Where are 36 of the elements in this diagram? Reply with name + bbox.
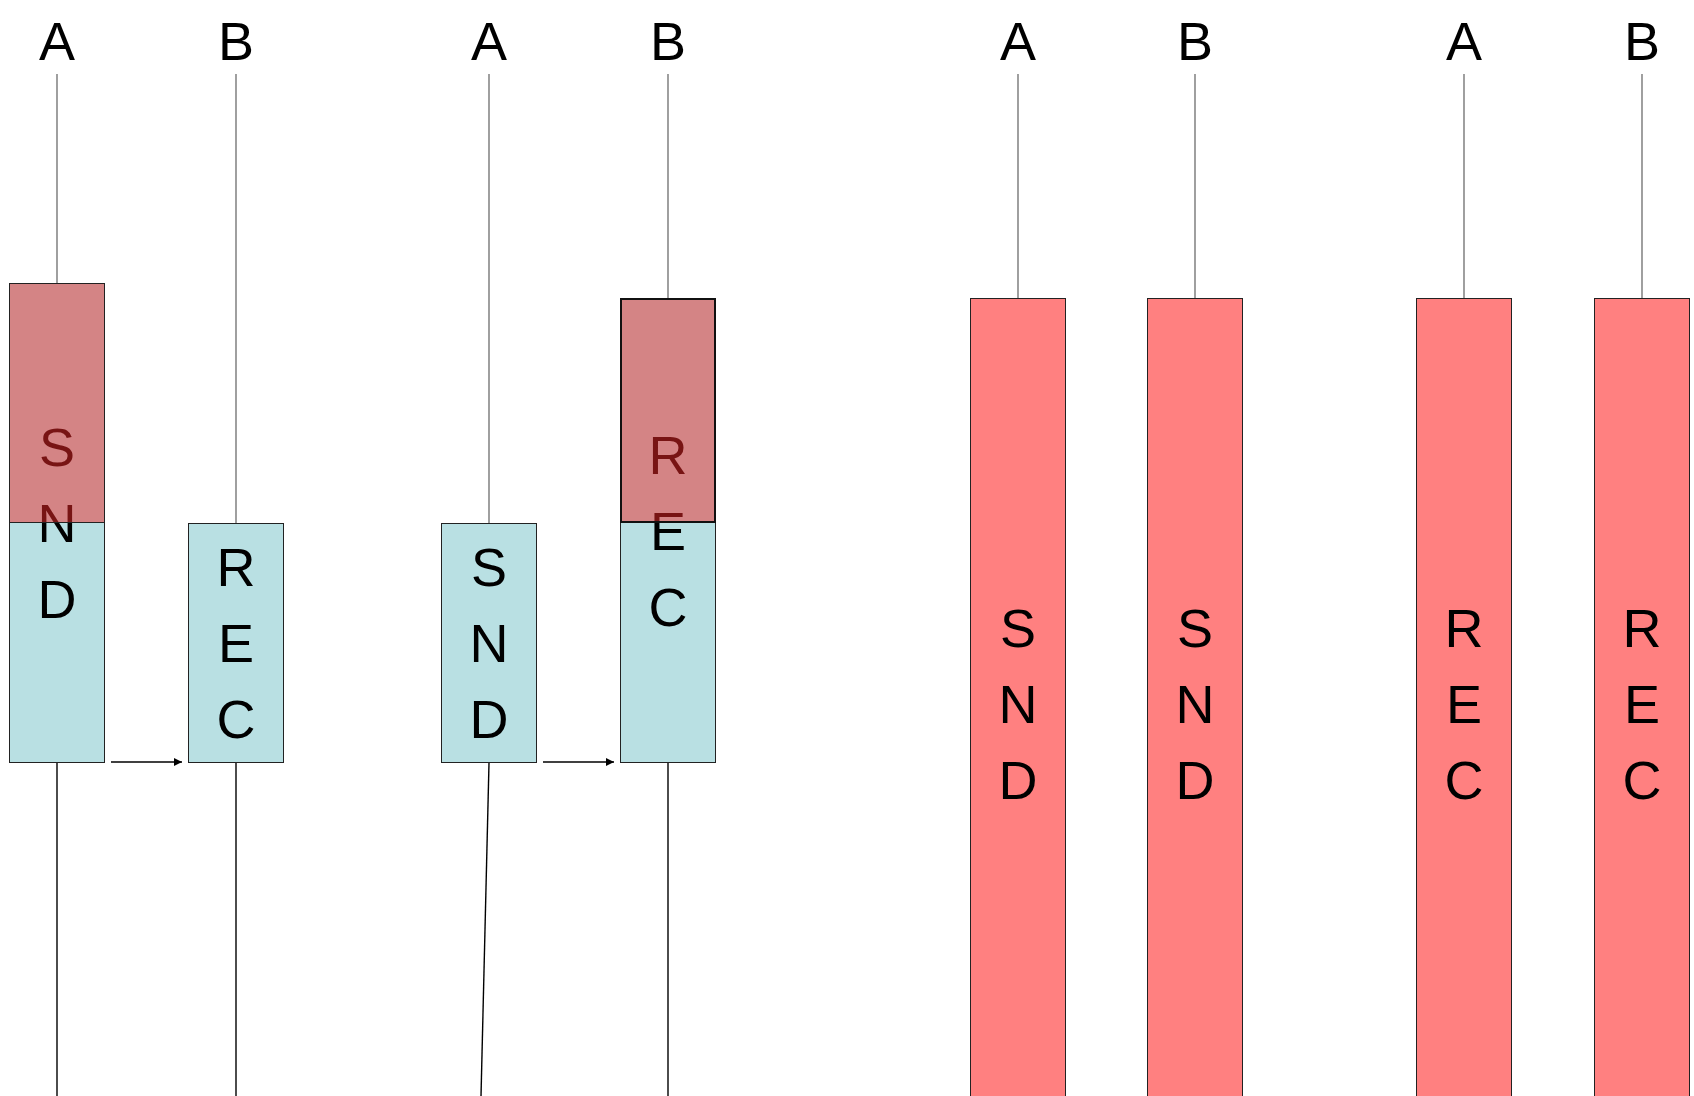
lifeline-label: B [1602, 8, 1682, 74]
lifeline-label: B [1155, 8, 1235, 74]
activation-label: SND [468, 536, 510, 751]
lifeline [1194, 73, 1196, 299]
activation-box [620, 298, 716, 763]
activation-label: SND [997, 597, 1039, 812]
activation-bar [1147, 298, 1243, 1096]
activation-box [9, 283, 105, 763]
message-arrow [542, 758, 615, 766]
activation-label: REC [1621, 597, 1663, 812]
lifeline-label: A [978, 8, 1058, 74]
lifeline-label: B [628, 8, 708, 74]
lifeline [56, 73, 58, 284]
activation-label: REC [215, 536, 257, 751]
activation-label: REC [1443, 597, 1485, 812]
lifeline [1641, 73, 1643, 299]
activation-bar [1594, 298, 1690, 1096]
lifeline-label: A [1424, 8, 1504, 74]
lifeline [667, 73, 669, 299]
activation-box [441, 523, 537, 763]
lifeline [56, 762, 58, 1096]
lifeline [1017, 73, 1019, 299]
activation-box [188, 523, 284, 763]
activation-bar [1416, 298, 1512, 1096]
lifeline [1463, 73, 1465, 299]
lifeline-label: A [449, 8, 529, 74]
lifeline [488, 73, 490, 524]
lifeline-label: A [17, 8, 97, 74]
lifeline [480, 762, 490, 1096]
activation-bar [970, 298, 1066, 1096]
activation-label: SND [1174, 597, 1216, 812]
message-arrow [110, 758, 183, 766]
lifeline [235, 762, 237, 1096]
lifeline [235, 73, 237, 524]
lifeline-label: B [196, 8, 276, 74]
lifeline [667, 762, 669, 1096]
